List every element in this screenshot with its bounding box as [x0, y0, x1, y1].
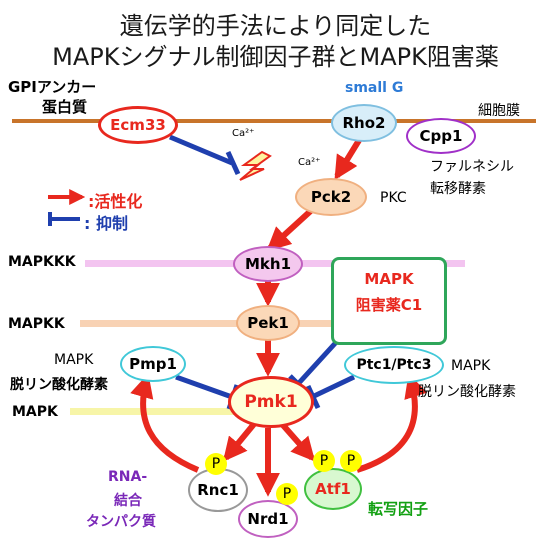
activation-arrow-pmk1-atf1 — [279, 422, 316, 462]
farnesyl-label-1: ファルネシル — [430, 159, 514, 175]
inhibitor-label-2: 阻害薬C1 — [355, 296, 423, 314]
membrane-band — [12, 119, 536, 123]
inhibitor-label-1: MAPK — [364, 270, 414, 288]
inhibition-pmp1-pmk1 — [175, 374, 233, 400]
rna-label-1: RNA- — [108, 469, 148, 485]
mapk-band — [70, 408, 270, 415]
feedback-arrow-atf1-ptc — [356, 373, 428, 473]
mapk-label: MAPK — [12, 404, 58, 420]
node-pek1: Pek1 — [236, 305, 300, 341]
left-phosphatase-label-1: MAPK — [54, 352, 94, 368]
activation-arrow-rho2-pck2 — [334, 135, 364, 181]
legend-activation-label: :活性化 — [88, 192, 143, 211]
membrane-label: 細胞膜 — [478, 103, 520, 119]
node-pmk1: Pmk1 — [228, 376, 314, 428]
calcium-label-2: Ca²⁺ — [298, 157, 321, 168]
node-ecm33: Ecm33 — [98, 106, 178, 144]
inhibition-ecm33-bar — [225, 150, 241, 176]
transcription-factor-label: 転写因子 — [368, 500, 429, 518]
rna-label-2: 結合 — [114, 493, 142, 509]
title-line-2: MAPKシグナル制御因子群とMAPK阻害薬 — [52, 43, 499, 71]
inhibition-ptc-pmk1 — [310, 374, 356, 400]
pkc-label: PKC — [380, 190, 407, 206]
gpi-protein-label: 蛋白質 — [42, 98, 88, 116]
right-phosphatase-label-1: MAPK — [451, 358, 491, 374]
phospho-nrd1-badge: P — [276, 483, 298, 505]
node-ptc1-ptc3: Ptc1/Ptc3 — [344, 346, 444, 384]
phospho-atf1-badge-1: P — [313, 450, 335, 472]
inhibitor-c1-box — [331, 257, 447, 345]
calcium-label-1: Ca²⁺ — [232, 128, 255, 139]
inhibition-c1-pmk1 — [296, 336, 342, 386]
gpi-anchor-label: GPIアンカー — [8, 78, 97, 96]
rna-label-3: タンパク質 — [86, 514, 156, 530]
phospho-rnc1-badge: P — [205, 453, 227, 475]
mapkk-band — [80, 320, 380, 327]
node-atf1: Atf1 — [304, 468, 362, 510]
title-line-1: 遺伝学的手法により同定した — [119, 12, 432, 40]
inhibition-ecm33-calcium — [169, 134, 233, 166]
small-g-label: small G — [345, 80, 404, 96]
node-nrd1: Nrd1 — [238, 500, 298, 538]
phospho-atf1-badge-2: P — [340, 450, 362, 472]
right-phosphatase-label-2: 脱リン酸化酵素 — [418, 384, 516, 400]
node-mkh1: Mkh1 — [233, 246, 303, 282]
legend-inhibition-label: : 抑制 — [84, 214, 128, 233]
mapkkk-label: MAPKKK — [8, 254, 76, 270]
node-pmp1: Pmp1 — [120, 346, 186, 382]
node-pck2: Pck2 — [295, 178, 367, 216]
left-phosphatase-label-2: 脱リン酸化酵素 — [10, 377, 108, 393]
node-rho2: Rho2 — [331, 104, 397, 142]
calcium-lightning-icon — [239, 150, 272, 181]
feedback-arrow-rnc1-pmp1 — [130, 373, 200, 473]
activation-arrow-pmk1-rnc1 — [222, 422, 257, 462]
activation-arrow-pck2-mkh1 — [266, 204, 318, 252]
farnesyl-label-2: 転移酵素 — [430, 181, 486, 197]
node-cpp1: Cpp1 — [406, 118, 476, 154]
mapkk-label: MAPKK — [8, 316, 65, 332]
